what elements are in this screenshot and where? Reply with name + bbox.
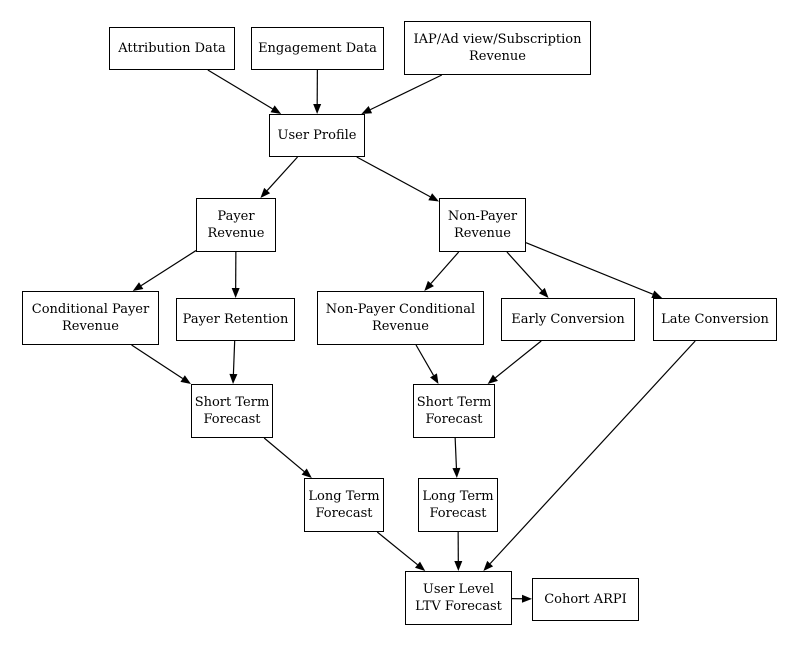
node-line: Forecast [429,506,487,521]
node-iap-revenue: IAP/Ad view/Subscription Revenue [404,21,591,75]
node-line: Cohort ARPI [544,592,627,607]
node-late-conversion: Late Conversion [653,298,777,341]
edge-nonpayer_cond-to-st_forecast_2 [415,344,435,376]
arrowhead-user_profile-to-nonpayer_revenue [428,193,439,202]
edge-payer_revenue-to-cond_payer [140,250,197,287]
node-line: Forecast [203,412,261,427]
node-line: Forecast [425,412,483,427]
node-payer-retention: Payer Retention [176,298,295,341]
node-line: Engagement Data [258,41,377,56]
edge-user_profile-to-nonpayer_revenue [356,156,431,198]
node-conditional-payer-revenue: Conditional Payer Revenue [22,291,159,345]
arrowhead-nonpayer_revenue-to-early_conv [538,287,549,298]
edge-nonpayer_revenue-to-early_conv [506,251,543,291]
arrowhead-nonpayer_revenue-to-late_conv [651,290,663,298]
node-line: Conditional Payer [31,302,150,317]
edge-cond_payer-to-st_forecast_1 [131,344,183,380]
node-line: Forecast [315,506,373,521]
arrowhead-ltv-to-cohort [521,594,532,603]
arrowhead-payer_revenue-to-payer_retention [231,287,240,298]
node-short-term-forecast-payer: Short Term Forecast [191,384,273,438]
node-line: Non-Payer [447,209,518,224]
node-line: Short Term [416,395,492,410]
edge-nonpayer_revenue-to-nonpayer_cond [430,251,460,284]
edge-nonpayer_revenue-to-late_conv [525,242,654,295]
arrowhead-lt_forecast_2-to-ltv [454,560,463,571]
edge-user_profile-to-payer_revenue [266,156,298,191]
node-line: Payer Retention [182,312,289,327]
arrowhead-nonpayer_cond-to-st_forecast_2 [430,373,439,384]
edge-payer_retention-to-st_forecast_1 [232,340,236,375]
arrowhead-iap-to-user_profile [361,106,373,114]
arrowhead-early_conv-to-st_forecast_2 [487,374,498,384]
arrowhead-nonpayer_revenue-to-nonpayer_cond [424,280,434,291]
edge-st_forecast_2-to-lt_forecast_2 [454,437,458,469]
node-line: User Level [422,582,495,597]
node-early-conversion: Early Conversion [501,298,635,341]
arrowhead-cond_payer-to-st_forecast_1 [180,375,191,385]
node-line: Non-Payer Conditional [325,302,476,317]
node-nonpayer-revenue: Non-Payer Revenue [439,198,526,252]
node-payer-revenue: Payer Revenue [196,198,276,252]
arrowhead-late_conv-to-ltv [483,560,494,571]
arrowhead-engagement-to-user_profile [313,103,322,114]
node-line: Late Conversion [661,312,769,327]
node-user-level-ltv-forecast: User Level LTV Forecast [405,571,512,625]
node-long-term-forecast-nonpayer: Long Term Forecast [418,478,498,532]
arrowhead-payer_revenue-to-cond_payer [132,282,144,291]
edge-late_conv-to-ltv [489,340,696,565]
edge-early_conv-to-st_forecast_2 [495,340,542,379]
node-line: Revenue [372,319,429,334]
node-line: Revenue [207,226,265,241]
arrowhead-st_forecast_2-to-lt_forecast_2 [452,467,461,478]
node-short-term-forecast-nonpayer: Short Term Forecast [413,384,495,438]
node-line: Revenue [469,49,526,64]
node-line: Short Term [194,395,270,410]
arrowhead-payer_retention-to-st_forecast_1 [229,373,238,384]
arrowhead-lt_forecast_1-to-ltv [414,561,426,571]
arrowhead-user_profile-to-payer_revenue [260,187,271,198]
arrowhead-attribution-to-user_profile [270,105,282,114]
arrowhead-st_forecast_1-to-lt_forecast_1 [301,468,312,478]
edge-attribution-to-user_profile [207,69,273,110]
node-line: Early Conversion [511,312,625,327]
edge-iap-to-user_profile [370,74,443,111]
node-line: Revenue [62,319,119,334]
node-line: Revenue [454,226,511,241]
node-line: Long Term [308,489,380,504]
node-line: Long Term [422,489,494,504]
node-engagement-data: Engagement Data [251,27,384,70]
node-nonpayer-conditional-revenue: Non-Payer Conditional Revenue [317,291,484,345]
node-line: Attribution Data [118,41,226,56]
node-line: User Profile [277,128,357,143]
edge-lt_forecast_1-to-ltv [376,531,418,566]
node-line: IAP/Ad view/Subscription [413,32,582,47]
node-line: Payer [217,209,255,224]
node-line: LTV Forecast [415,599,502,614]
node-long-term-forecast-payer: Long Term Forecast [304,478,384,532]
node-attribution-data: Attribution Data [109,27,235,70]
edge-st_forecast_1-to-lt_forecast_1 [263,437,305,473]
node-cohort-arpi: Cohort ARPI [532,578,639,621]
node-user-profile: User Profile [269,114,365,157]
